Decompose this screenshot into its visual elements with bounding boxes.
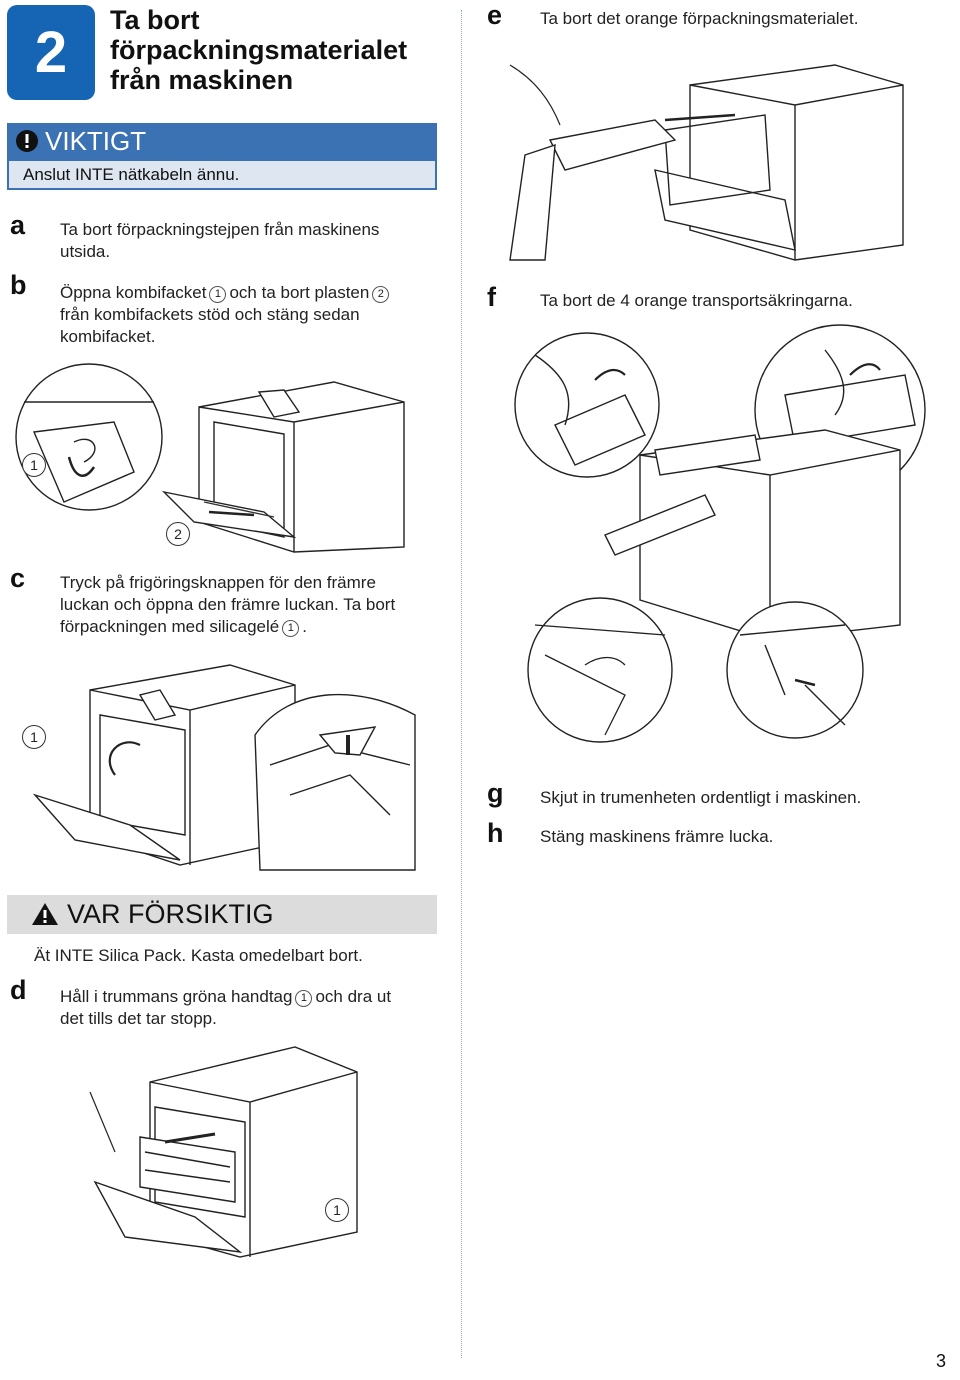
step-letter-g: g [487, 778, 504, 808]
page-number: 3 [935, 1351, 946, 1371]
callout-1: 1 [295, 990, 313, 1007]
section-title-line: från maskinen [110, 65, 294, 95]
callout-2: 2 [372, 286, 390, 303]
text-part: förpackningen med silicagelé [60, 617, 280, 636]
text-part: och dra ut [315, 987, 392, 1006]
step-letter-a: a [10, 210, 26, 240]
section-title-line: förpackningsmaterialet [110, 35, 408, 65]
section-title: Ta bort förpackningsmaterialet från mask… [110, 5, 407, 95]
text-line: Tryck på frigöringsknappen för den främr… [60, 573, 376, 592]
section-title-line: Ta bort [110, 5, 200, 35]
printer-illustration-d [85, 1042, 360, 1257]
step-f-text: Ta bort de 4 orange transportsäkringarna… [540, 291, 853, 310]
text-line: från kombifackets stöd och stäng sedan [60, 305, 360, 324]
step-a-text: Ta bort förpackningstejpen från maskinen… [60, 219, 379, 263]
text-line: utsida. [60, 242, 111, 261]
text-line: luckan och öppna den främre luckan. Ta b… [60, 595, 396, 614]
column-divider [461, 10, 462, 1358]
caution-heading: VAR FÖRSIKTIG [67, 899, 274, 929]
text-line: Ta bort förpackningstejpen från maskinen… [60, 220, 380, 239]
section-number: 2 [7, 5, 95, 100]
caution-text: Ät INTE Silica Pack. Kasta omedelbart bo… [34, 946, 363, 965]
text-part: Öppna kombifacket [60, 283, 207, 302]
exclamation-icon [16, 130, 38, 152]
important-text: Anslut INTE nätkabeln ännu. [7, 159, 437, 190]
text-line: det tills det tar stopp. [60, 1009, 217, 1028]
step-letter-b: b [10, 270, 27, 300]
step-c-text: Tryck på frigöringsknappen för den främr… [60, 572, 395, 638]
text-line: kombifacket. [60, 327, 156, 346]
printer-illustration-b [14, 362, 414, 552]
callout-2: 2 [166, 522, 190, 546]
callout-1: 1 [22, 725, 46, 749]
step-g-text: Skjut in trumenheten ordentligt i maskin… [540, 788, 862, 807]
callout-1: 1 [209, 286, 227, 303]
text-part: och ta bort plasten [229, 283, 370, 302]
text-part: Håll i trummans gröna handtag [60, 987, 293, 1006]
printer-illustration-e [505, 60, 905, 260]
callout-1: 1 [22, 453, 46, 477]
important-heading: VIKTIGT [45, 126, 147, 156]
important-header: VIKTIGT [7, 123, 437, 159]
step-letter-e: e [487, 0, 503, 30]
printer-illustration-f [505, 335, 955, 745]
step-h-text: Stäng maskinens främre lucka. [540, 827, 774, 846]
step-e-text: Ta bort det orange förpackningsmateriale… [540, 9, 859, 28]
step-letter-h: h [487, 818, 504, 848]
step-letter-c: c [10, 563, 26, 593]
step-letter-d: d [10, 975, 27, 1005]
callout-1: 1 [282, 620, 300, 637]
callout-1: 1 [325, 1198, 349, 1222]
step-letter-f: f [487, 282, 496, 312]
warning-triangle-icon [32, 903, 58, 925]
text-part: . [302, 617, 307, 636]
printer-illustration-c [30, 655, 420, 870]
caution-header: VAR FÖRSIKTIG [7, 895, 437, 934]
